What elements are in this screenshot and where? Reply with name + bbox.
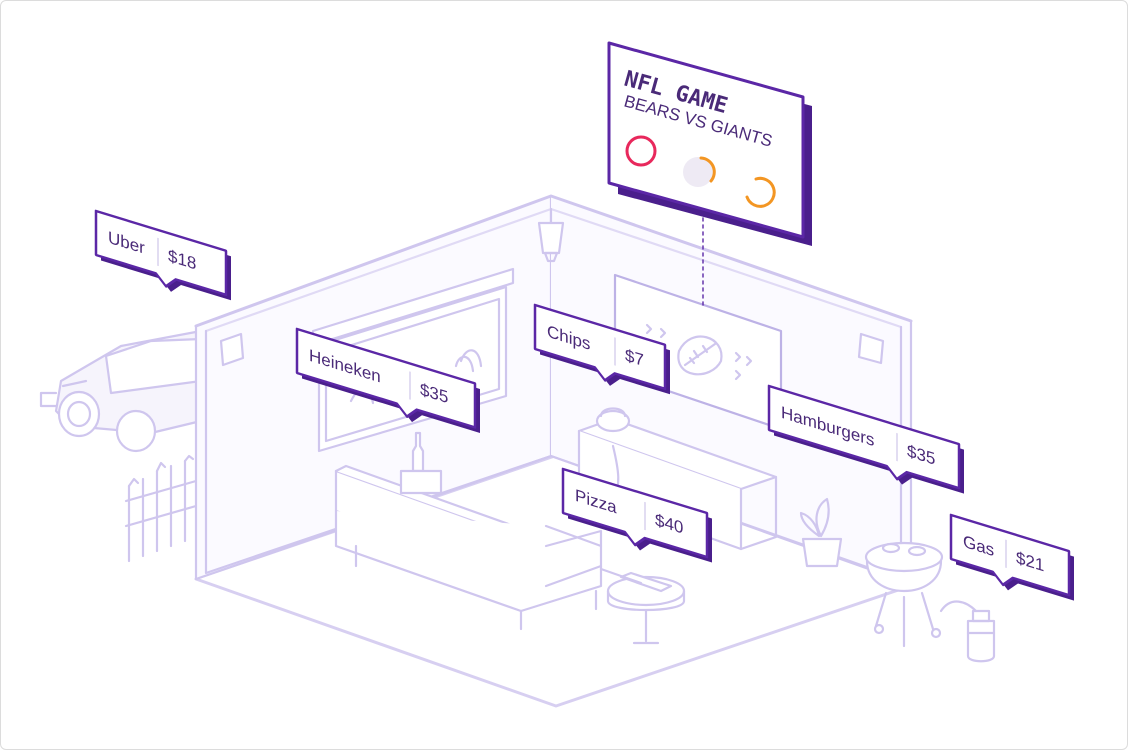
tag-price-label: $7	[625, 345, 644, 370]
car-icon	[39, 329, 203, 453]
sofa-icon	[334, 464, 603, 631]
gas-tank-icon	[939, 600, 996, 663]
score-ring-orange	[745, 176, 776, 208]
lamp-icon	[537, 207, 565, 263]
score-ring-orange-partial	[699, 156, 716, 183]
price-tag-hamburgers: Hamburgers$35	[767, 384, 964, 494]
price-tag-uber: Uber$18	[94, 209, 231, 301]
price-tag-chips: Chips$7	[533, 303, 670, 395]
price-tag-gas: Gas$21	[949, 513, 1074, 601]
bottle-icon	[399, 431, 443, 495]
price-tag-heineken: Heineken$35	[295, 327, 480, 433]
score-ring-neutral	[683, 157, 713, 187]
fence-icon	[124, 454, 198, 563]
scoreboard-panel: NFL GAME BEARS VS GIANTS	[607, 41, 812, 246]
popcorn-bowl-icon	[595, 407, 631, 433]
plant-icon	[799, 497, 843, 568]
price-tag-pizza: Pizza$40	[561, 467, 712, 563]
grill-icon	[864, 541, 944, 648]
side-table-icon	[599, 567, 686, 645]
score-ring-red	[625, 135, 657, 167]
